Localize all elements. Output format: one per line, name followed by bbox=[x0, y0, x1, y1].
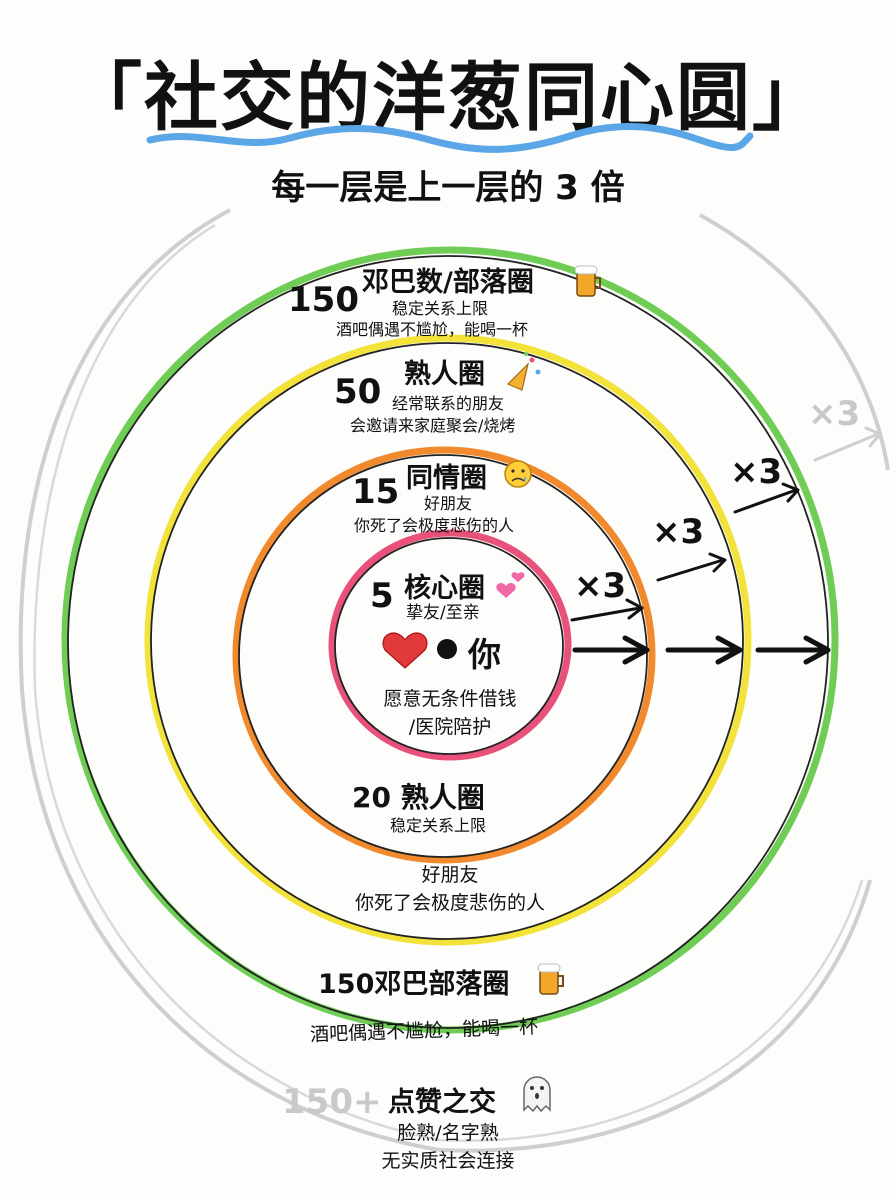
sympathy-ring-stroke-2 bbox=[238, 454, 648, 858]
core-line1: 挚友/至亲 bbox=[406, 603, 480, 623]
acquaintance-lower-sub: 稳定关系上限 bbox=[390, 816, 487, 835]
outer-ring bbox=[18, 208, 872, 1153]
core-title: 核心圈 bbox=[404, 573, 485, 604]
core-desc1: 愿意无条件借钱 bbox=[383, 688, 517, 710]
tribe-lower-label: 150邓巴部落圈 bbox=[318, 969, 510, 1000]
sympathy-ring bbox=[232, 446, 656, 864]
outer-ring-arc-right bbox=[699, 213, 890, 471]
diag-arrow-3 bbox=[733, 482, 800, 514]
core-number: 5 bbox=[370, 576, 394, 616]
title-underline bbox=[146, 122, 754, 153]
sad-face-icon bbox=[504, 460, 532, 488]
acquaintance-number: 50 bbox=[334, 372, 382, 412]
sympathy-line1: 好朋友 bbox=[424, 494, 473, 513]
ghost-icon bbox=[523, 1076, 551, 1113]
multiplier-label: ×3 bbox=[574, 566, 627, 606]
diag-arrow-2 bbox=[656, 552, 727, 582]
subtitle: 每一层是上一层的 3 倍 bbox=[271, 168, 625, 208]
sympathy-lower-line2: 你死了会极度悲伤的人 bbox=[354, 892, 545, 914]
arrow-core-to-sympathy bbox=[572, 635, 650, 665]
arrow-sympathy-to-acquaintance bbox=[665, 635, 743, 665]
beer-icon-lower bbox=[537, 963, 564, 995]
diag-arrow-4-gray bbox=[813, 426, 882, 462]
tribe-ring-stroke-2 bbox=[67, 255, 829, 1029]
tribe-line2: 酒吧偶遇不尴尬，能喝一杯 bbox=[336, 320, 529, 339]
sympathy-line2: 你死了会极度悲伤的人 bbox=[354, 516, 515, 535]
sympathy-lower-line1: 好朋友 bbox=[421, 864, 479, 886]
page-title: 「社交的洋葱同心圆」 bbox=[68, 55, 828, 141]
acquaintance-line1: 经常联系的朋友 bbox=[392, 394, 505, 413]
multiplier-label-gray: ×3 bbox=[808, 394, 861, 434]
you-dot bbox=[437, 639, 457, 659]
tribe-line1: 稳定关系上限 bbox=[392, 299, 489, 318]
outer-ring-stroke-2 bbox=[33, 223, 864, 1142]
tribe-number: 150 bbox=[288, 280, 359, 320]
outer-line2: 无实质社会连接 bbox=[381, 1150, 515, 1172]
multiplier-label: ×3 bbox=[652, 512, 705, 552]
outer-title: 点赞之交 bbox=[388, 1087, 496, 1118]
tribe-ring bbox=[61, 246, 839, 1034]
acquaintance-line2: 会邀请来家庭聚会/烧烤 bbox=[350, 416, 516, 435]
party-popper-icon bbox=[506, 352, 541, 391]
you-label: 你 bbox=[468, 635, 501, 674]
tribe-title: 邓巴数/部落圈 bbox=[362, 267, 534, 298]
core-ring-stroke-2 bbox=[334, 537, 564, 755]
diag-arrow-1 bbox=[570, 598, 644, 622]
acquaintance-ring-stroke-2 bbox=[150, 342, 744, 940]
multiplier-label: ×3 bbox=[730, 452, 783, 492]
core-desc2: /医院陪护 bbox=[408, 716, 492, 738]
sympathy-number: 15 bbox=[352, 472, 400, 512]
acquaintance-lower-label: 20 熟人圈 bbox=[352, 781, 485, 814]
beer-icon bbox=[574, 265, 601, 297]
core-ring bbox=[328, 529, 572, 761]
hearts-icon bbox=[496, 572, 525, 598]
acquaintance-ring bbox=[144, 334, 752, 946]
sympathy-title: 同情圈 bbox=[406, 463, 487, 494]
outer-line1: 脸熟/名字熟 bbox=[397, 1122, 499, 1144]
acquaintance-title: 熟人圈 bbox=[404, 359, 485, 390]
heart-icon bbox=[382, 632, 428, 669]
outer-number: 150+ bbox=[282, 1082, 382, 1122]
arrow-acquaintance-to-tribe bbox=[755, 635, 831, 665]
